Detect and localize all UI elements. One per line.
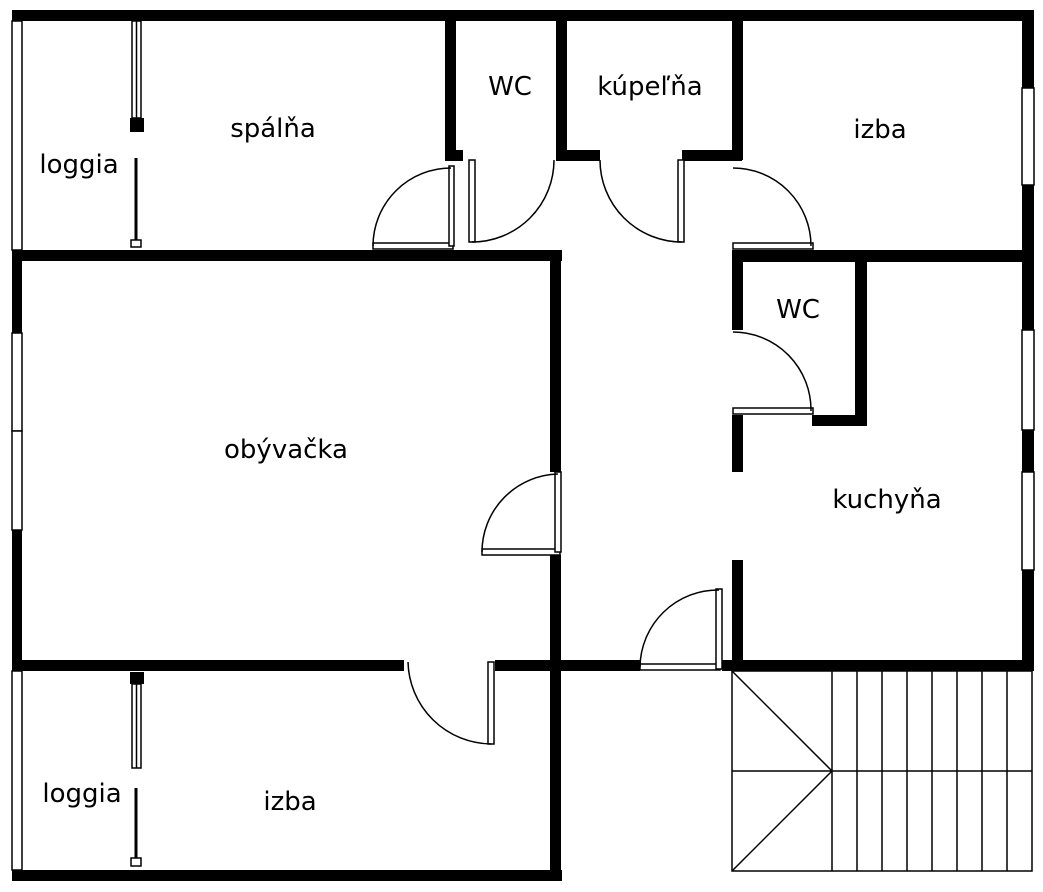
window-kitchen-1: [1021, 329, 1035, 431]
label-bathroom: kúpeľňa: [597, 72, 702, 102]
window-living-1: [11, 332, 23, 432]
wall-bedroom-wc: [445, 10, 456, 160]
walls: [12, 10, 1034, 881]
wall-outer-bottom: [12, 870, 562, 881]
wall-living-right-2: [550, 555, 561, 670]
wall-wc2-bottom: [812, 415, 867, 426]
window-loggia-top: [11, 20, 23, 251]
wall-izba-bottom: [732, 250, 1032, 262]
window-izba-right: [1021, 87, 1035, 186]
staircase: [731, 670, 1033, 872]
wall-room-bottom-right: [550, 660, 561, 881]
wall-bath-bottom-1: [556, 150, 600, 161]
label-kitchen: kuchyňa: [832, 485, 941, 515]
window-living-2: [11, 430, 23, 531]
door-bathroom: [599, 159, 685, 243]
loggia-openings: [130, 158, 142, 867]
wall-kitchen-left-2: [732, 560, 743, 670]
wall-outer-top: [12, 10, 1034, 21]
door-bedroom: [372, 165, 455, 250]
door-stairs: [639, 588, 723, 671]
wall-loggia-top-post: [130, 118, 144, 132]
label-room-top-right: izba: [853, 115, 906, 145]
wall-bath-bottom-2: [682, 150, 742, 161]
label-loggia-bottom: loggia: [42, 779, 121, 809]
wall-outer-right-1: [1022, 10, 1034, 88]
wall-kitchen-left-1: [732, 415, 743, 472]
wall-outer-left-2: [12, 530, 22, 670]
door-room-bottom: [407, 661, 495, 745]
label-room-bottom: izba: [263, 787, 316, 817]
wall-bath-izba: [732, 10, 743, 160]
room-labels: loggia spálňa WC kúpeľňa izba obývačka W…: [39, 72, 941, 817]
windows: [11, 20, 1035, 871]
wall-outer-right-4: [1022, 570, 1034, 670]
window-kitchen-2: [1021, 471, 1035, 571]
doors: [372, 159, 814, 745]
wall-wc2-right: [855, 250, 867, 425]
window-loggia-bottom: [11, 670, 23, 871]
label-wc-top: WC: [488, 72, 532, 102]
wall-living-bottom-2: [495, 660, 640, 671]
wall-wc2-left-1: [732, 250, 743, 330]
wall-loggia-bottom-post: [130, 672, 144, 684]
wall-outer-left-1: [12, 253, 22, 333]
wall-living-top: [12, 250, 562, 261]
label-living-room: obývačka: [224, 435, 348, 465]
door-living: [481, 471, 562, 556]
wall-wc-bath: [556, 10, 567, 160]
door-izba-top: [732, 167, 814, 250]
label-loggia-top: loggia: [39, 150, 118, 180]
label-bedroom: spálňa: [230, 114, 316, 144]
label-wc-right: WC: [776, 295, 820, 325]
wall-living-bottom-3: [722, 660, 1034, 671]
wall-living-bottom-1: [12, 660, 404, 671]
door-wc-top: [468, 159, 555, 243]
door-wc-right: [732, 331, 814, 415]
wall-outer-right-3: [1022, 430, 1034, 472]
wall-living-right-1: [550, 250, 561, 472]
